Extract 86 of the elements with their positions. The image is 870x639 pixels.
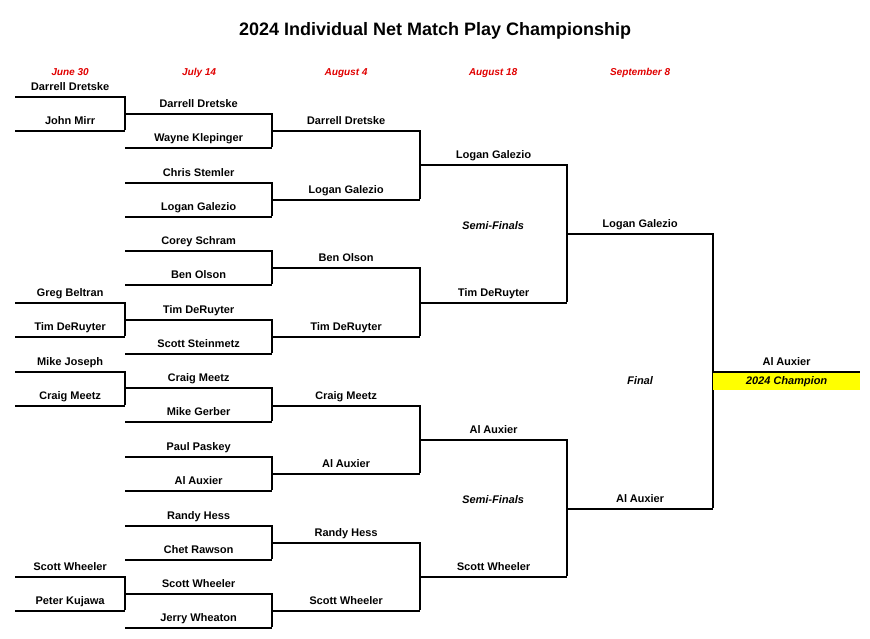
- bracket-connector: [566, 233, 568, 302]
- round-date: June 30: [51, 67, 89, 78]
- bracket-slot: Chet Rawson: [125, 543, 272, 561]
- bracket-connector: [124, 302, 126, 319]
- bracket-connector: [419, 267, 421, 302]
- bracket-slot: Tim DeRuyter: [15, 320, 125, 338]
- bracket-slot: Logan Galezio: [567, 217, 713, 235]
- bracket-connector: [271, 387, 273, 405]
- bracket-connector: [124, 96, 126, 113]
- round-name: Semi-Finals: [462, 220, 524, 232]
- bracket-slot: Logan Galezio: [272, 183, 420, 201]
- bracket-slot: Craig Meetz: [272, 389, 420, 407]
- bracket-connector: [271, 525, 273, 542]
- bracket-connector: [271, 250, 273, 267]
- bracket-connector: [271, 319, 273, 336]
- bracket-slot: Tim DeRuyter: [420, 286, 567, 304]
- bracket-connector: [271, 113, 273, 130]
- bracket-connector: [124, 593, 126, 610]
- round-date: September 8: [610, 67, 670, 78]
- bracket-slot: Al Auxier: [272, 457, 420, 475]
- bracket-slot: Scott Wheeler: [420, 560, 567, 578]
- bracket-connector: [419, 130, 421, 164]
- bracket-connector: [419, 542, 421, 576]
- bracket-slot: Darrell Dretske: [15, 80, 125, 98]
- bracket-connector: [271, 542, 273, 559]
- bracket-connector: [712, 233, 714, 371]
- round-date: August 4: [324, 67, 368, 78]
- bracket-connector: [271, 456, 273, 473]
- bracket-connector: [124, 387, 126, 405]
- round-date: August 18: [468, 67, 518, 78]
- bracket-slot: Peter Kujawa: [15, 594, 125, 612]
- bracket-slot: Craig Meetz: [125, 371, 272, 389]
- bracket-slot: Jerry Wheaton: [125, 611, 272, 629]
- bracket-slot: Wayne Klepinger: [125, 131, 272, 149]
- bracket-connector: [419, 576, 421, 610]
- bracket-connector: [419, 302, 421, 336]
- bracket-connector: [124, 319, 126, 336]
- bracket-connector: [124, 576, 126, 593]
- bracket-slot: Darrell Dretske: [272, 114, 420, 132]
- bracket-slot: Paul Paskey: [125, 440, 272, 458]
- round-date: July 14: [182, 67, 216, 78]
- bracket-slot: Greg Beltran: [15, 286, 125, 304]
- bracket-slot: Mike Gerber: [125, 405, 272, 423]
- bracket-connector: [271, 405, 273, 421]
- bracket-connector: [271, 473, 273, 490]
- bracket-slot: Logan Galezio: [420, 148, 567, 166]
- bracket-slot: Scott Wheeler: [125, 577, 272, 595]
- bracket-connector: [124, 113, 126, 130]
- bracket-slot: Tim DeRuyter: [125, 303, 272, 321]
- bracket-slot: Scott Wheeler: [15, 560, 125, 578]
- bracket-slot: Chris Stemler: [125, 166, 272, 184]
- bracket-connector: [271, 267, 273, 284]
- bracket-connector: [566, 164, 568, 233]
- bracket-slot: Craig Meetz: [15, 389, 125, 407]
- bracket-slot: Randy Hess: [125, 509, 272, 527]
- round-name: Semi-Finals: [462, 494, 524, 506]
- bracket-slot: Logan Galezio: [125, 200, 272, 218]
- round-name: Final: [627, 375, 653, 387]
- bracket-connector: [124, 371, 126, 387]
- bracket-slot: Tim DeRuyter: [272, 320, 420, 338]
- bracket-slot: Ben Olson: [272, 251, 420, 269]
- bracket-connector: [566, 439, 568, 508]
- bracket-slot: Scott Steinmetz: [125, 337, 272, 355]
- bracket-connector: [419, 164, 421, 199]
- bracket-connector: [271, 610, 273, 627]
- champion-banner: 2024 Champion: [713, 373, 860, 390]
- bracket-slot: Ben Olson: [125, 268, 272, 286]
- bracket-connector: [271, 336, 273, 353]
- bracket-slot: Corey Schram: [125, 234, 272, 252]
- bracket-slot: John Mirr: [15, 114, 125, 132]
- bracket-connector: [419, 405, 421, 439]
- bracket-connector: [271, 593, 273, 610]
- bracket-slot: Al Auxier: [125, 474, 272, 492]
- bracket-connector: [271, 130, 273, 147]
- bracket-connector: [271, 199, 273, 216]
- bracket-slot: Al Auxier: [567, 492, 713, 510]
- bracket-slot: Darrell Dretske: [125, 97, 272, 115]
- bracket-connector: [271, 182, 273, 199]
- bracket-slot: Al Auxier: [420, 423, 567, 441]
- bracket-connector: [712, 371, 714, 508]
- bracket-connector: [419, 439, 421, 473]
- bracket-slot: Mike Joseph: [15, 355, 125, 373]
- diagram-title: 2024 Individual Net Match Play Championship: [238, 19, 632, 40]
- bracket-slot: Scott Wheeler: [272, 594, 420, 612]
- bracket-slot: Randy Hess: [272, 526, 420, 544]
- bracket-connector: [566, 508, 568, 576]
